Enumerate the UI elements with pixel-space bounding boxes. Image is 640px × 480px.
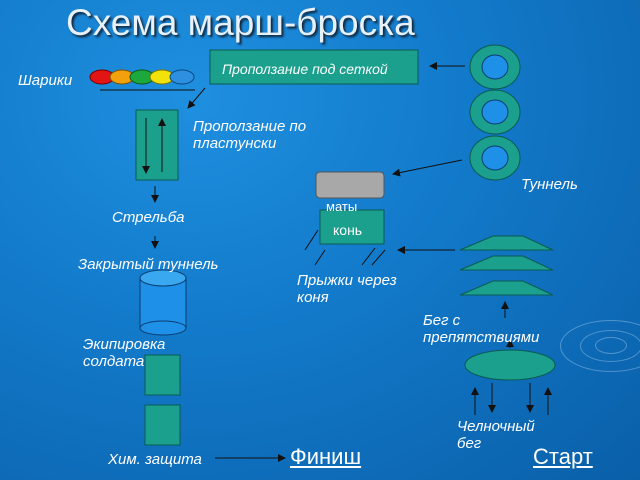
finish-link[interactable]: Финиш: [290, 444, 362, 469]
crawl-plastun-label: Проползание по пластунски: [193, 118, 307, 152]
tunnel-label: Туннель: [521, 176, 578, 193]
crawl-net-label: Проползание под сеткой: [222, 61, 388, 77]
balls-label: Шарики: [18, 72, 73, 89]
equipment-label: Экипировка солдата: [83, 336, 166, 370]
water-ripple: [580, 330, 640, 362]
shuttle-run-oval: [464, 349, 556, 381]
tunnel-ring-1-hole: [481, 54, 509, 80]
closed-tunnel-top: [139, 269, 187, 287]
horse-leg: [361, 247, 376, 266]
horse-jump-label: Прыжки через коня: [297, 272, 397, 306]
mats-box: [315, 171, 385, 199]
horse-leg: [304, 229, 319, 251]
crawl-net-box: [209, 49, 419, 85]
closed-tunnel-label: Закрытый туннель: [78, 256, 219, 273]
obstacle-run-label: Бег с препятствиями: [423, 312, 540, 346]
horse-box: [319, 209, 385, 245]
chem-label: Хим. защита: [108, 451, 202, 468]
blue-ball: [169, 69, 195, 85]
arrow-tunnel-to-mats: [392, 159, 463, 177]
start-link[interactable]: Старт: [533, 444, 593, 469]
equipment-box-2: [144, 404, 181, 446]
obstacle-2: [459, 255, 554, 271]
horse-leg: [314, 249, 326, 266]
shooting-label: Стрельба: [112, 209, 185, 226]
horse-label: конь: [333, 222, 363, 238]
shuttle-run-label: Челночный бег: [457, 418, 535, 452]
horse-leg: [371, 249, 386, 266]
obstacle-3: [459, 280, 554, 296]
water-ripple: [595, 337, 627, 354]
arrow-balls-to-plastun: [187, 87, 206, 109]
obstacle-1: [459, 235, 554, 251]
crawl-plastun-box: [135, 109, 179, 181]
equipment-box-1: [144, 354, 181, 396]
tunnel-ring-2-hole: [481, 99, 509, 125]
closed-tunnel-bottom: [139, 320, 187, 336]
page-title: Схема марш-броска: [66, 2, 415, 43]
mats-label: маты: [326, 199, 358, 214]
tunnel-ring-3-hole: [481, 145, 509, 171]
